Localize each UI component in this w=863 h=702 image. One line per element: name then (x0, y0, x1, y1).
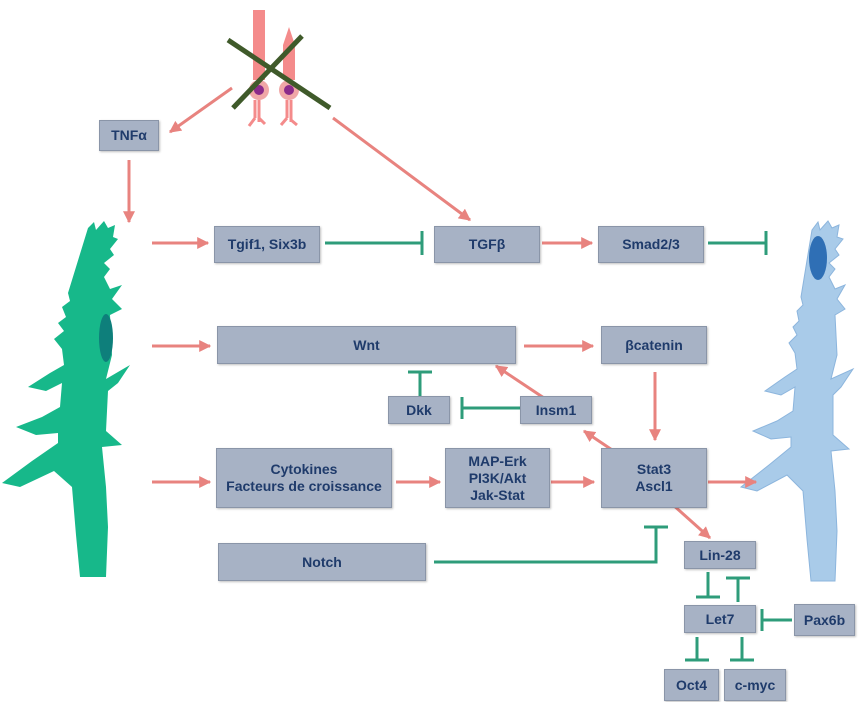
node-bcatenin: βcatenin (601, 326, 707, 364)
node-stat3-ascl1: Stat3 Ascl1 (601, 448, 707, 508)
node-maperk-pi3k-jakstat: MAP-Erk PI3K/Akt Jak-Stat (445, 448, 550, 508)
node-notch: Notch (218, 543, 426, 581)
regenerated-neuron-icon (739, 220, 855, 582)
node-smad2-3: Smad2/3 (598, 226, 704, 263)
node-oct4: Oct4 (664, 669, 719, 701)
node-dkk: Dkk (388, 396, 450, 424)
node-lin28: Lin-28 (684, 541, 756, 569)
inhibition-lines (325, 231, 792, 662)
node-tgfb: TGFβ (434, 226, 540, 263)
node-cytokines-growth-factors: Cytokines Facteurs de croissance (216, 448, 392, 508)
node-let7: Let7 (684, 605, 756, 633)
node-tnfa: TNFα (99, 120, 159, 151)
muller-glia-cell-icon (2, 221, 130, 577)
node-tgif1-six3b: Tgif1, Six3b (214, 226, 320, 263)
node-cmyc: c-myc (724, 669, 786, 701)
dying-photoreceptors-icon (226, 10, 332, 127)
node-insm1: Insm1 (520, 396, 592, 424)
activation-arrows (123, 86, 758, 540)
node-pax6b: Pax6b (794, 604, 855, 636)
node-wnt: Wnt (217, 326, 516, 364)
